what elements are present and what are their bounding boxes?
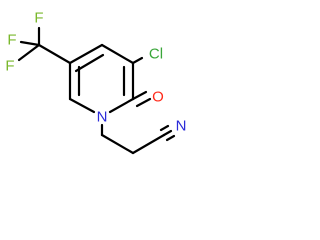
atom-label-oxygen: O <box>152 89 164 106</box>
atom-label-chlorine: Cl <box>149 46 163 63</box>
atom-label-fluorine-left: F <box>7 32 16 49</box>
bond-c2-o-double <box>135 97 152 108</box>
bond-c5-cf3 <box>37 43 72 65</box>
cyanoethyl-chain <box>100 123 176 155</box>
bond-c5-c4 <box>68 43 104 65</box>
bond-c3-cl <box>131 56 144 65</box>
atom-label-nitrile-nitrogen: N <box>176 118 187 135</box>
atom-label-fluorine-bottom: F <box>5 58 14 75</box>
bond-n1-c6 <box>68 97 96 114</box>
bond-cn-triple-2 <box>159 124 170 132</box>
bond-c4-c3 <box>100 43 135 65</box>
bond-c2-n1 <box>108 97 135 114</box>
bond-c2-o <box>131 90 148 101</box>
atom-label-fluorine-top: F <box>34 10 43 27</box>
trifluoromethyl-group <box>17 26 72 65</box>
chemical-structure-diagram: F F F Cl O N N <box>5 10 187 155</box>
bond-ch2-ch2 <box>100 133 135 155</box>
pyridinone-ring <box>68 43 135 114</box>
atom-label-ring-nitrogen: N <box>97 109 108 126</box>
bond-ch2-cn <box>131 133 166 155</box>
bond-cn-triple-1 <box>162 129 173 137</box>
bond-c5-c4-double <box>74 53 105 73</box>
bond-cn-triple-3 <box>165 134 176 142</box>
bond-cf3-f-left <box>19 40 41 47</box>
carbonyl-group <box>131 90 152 108</box>
bond-cf3-f-bottom <box>17 43 41 62</box>
